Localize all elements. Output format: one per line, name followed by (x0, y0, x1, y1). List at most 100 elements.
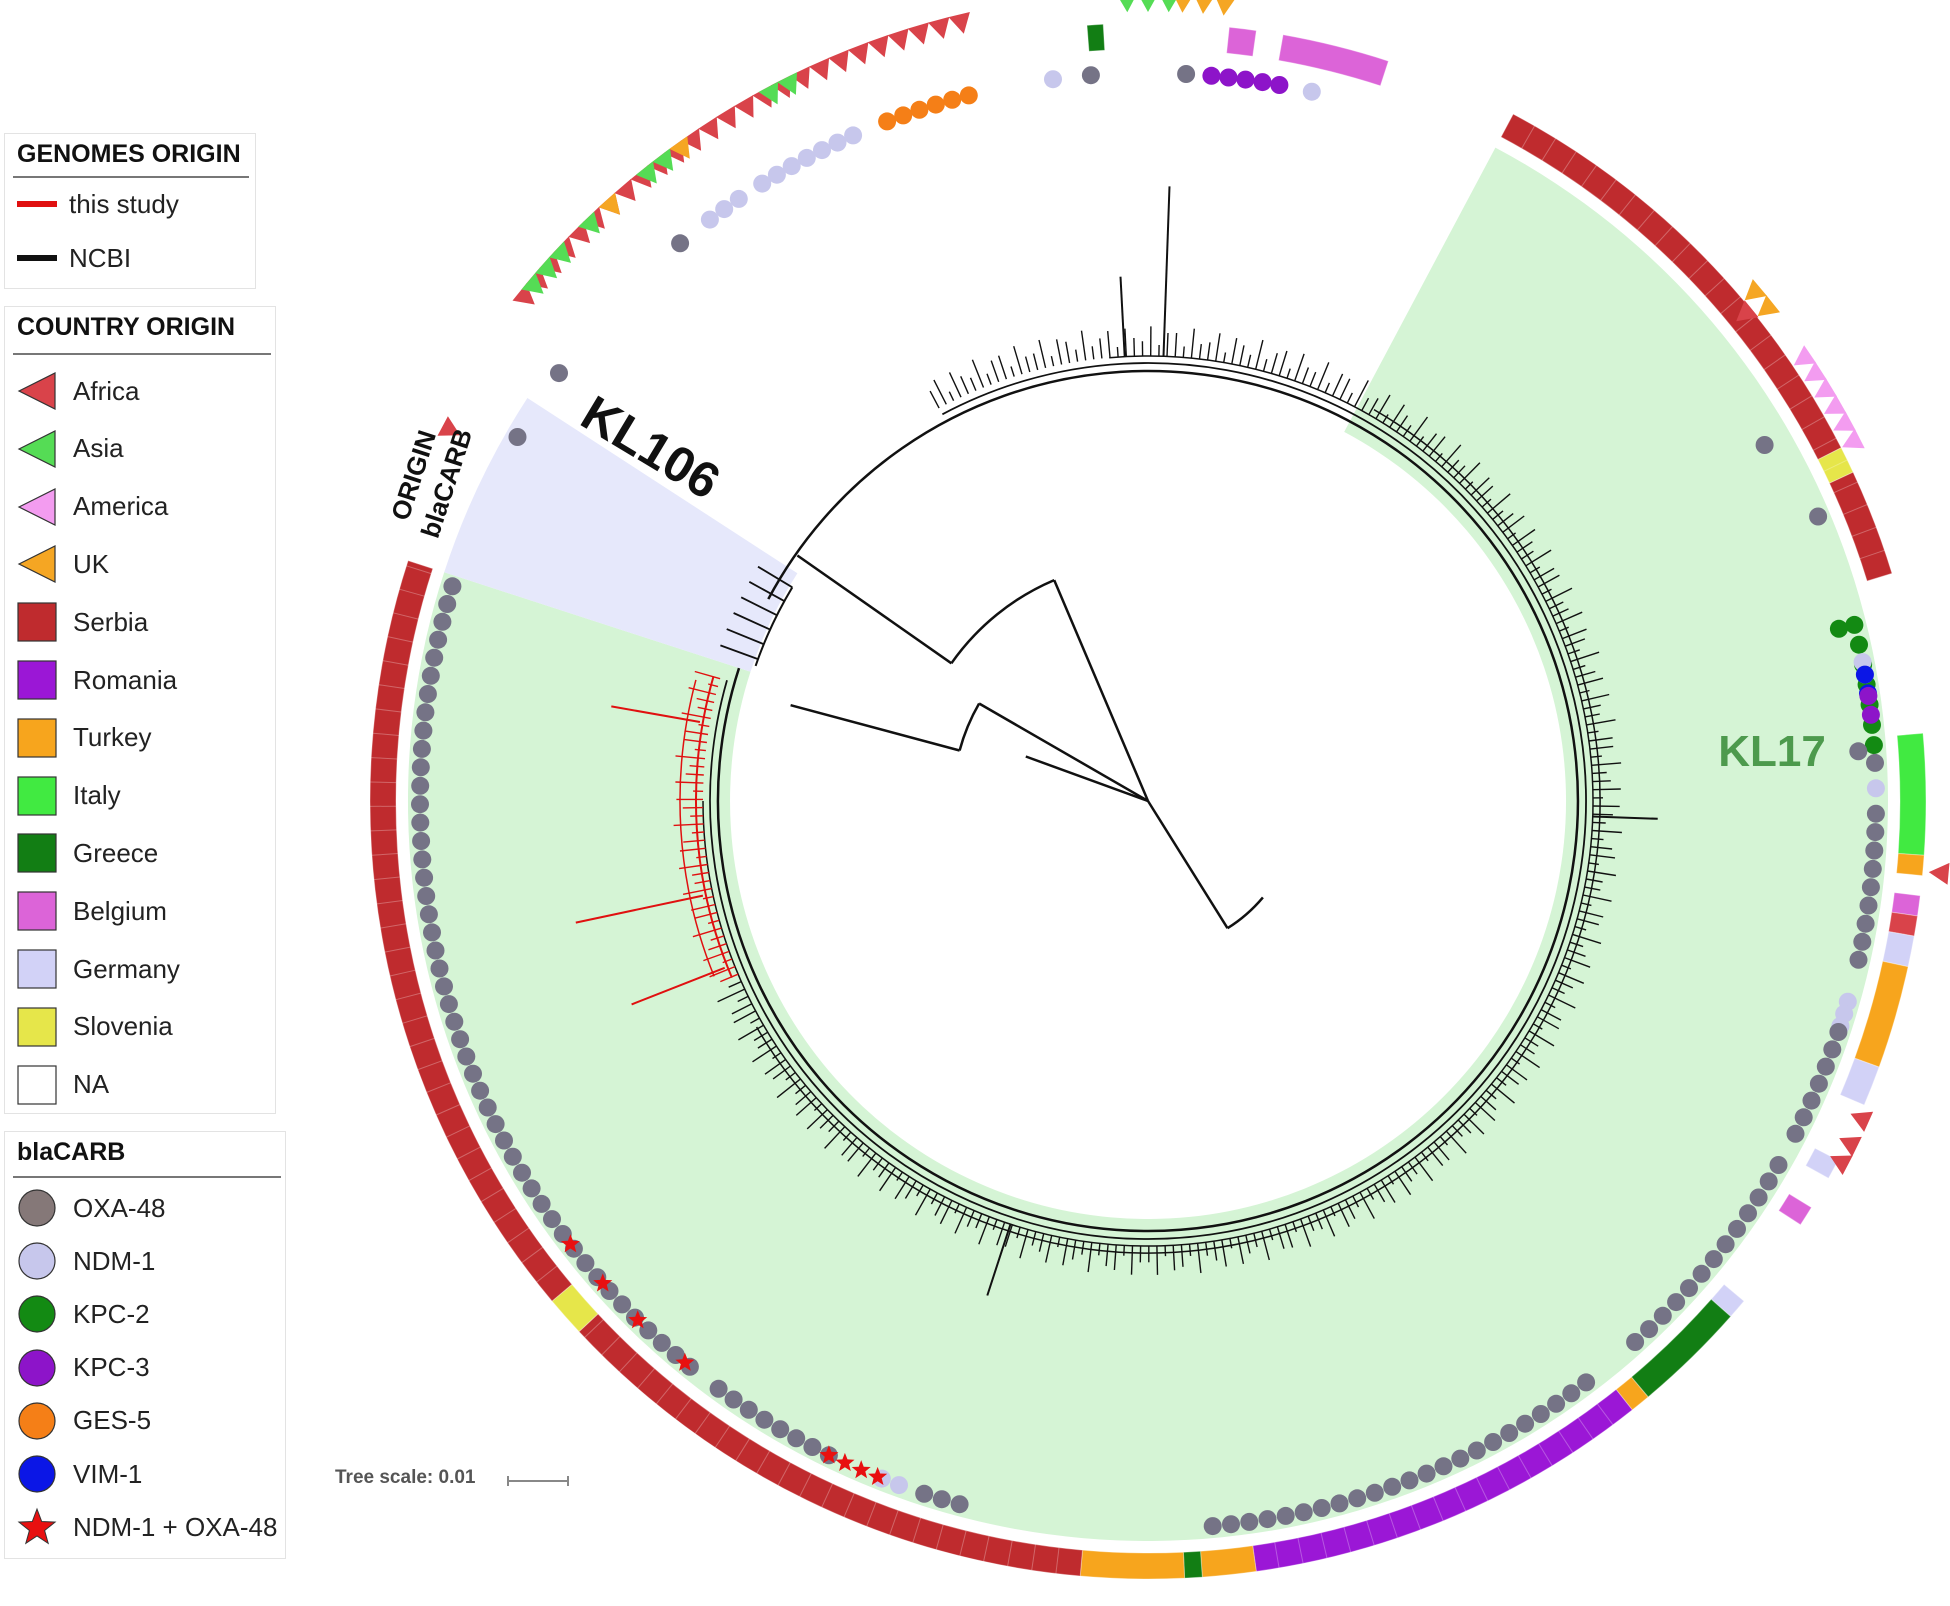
tree-branch (1188, 1244, 1192, 1256)
blacarb-dot (1312, 1499, 1331, 1517)
tree-branch (1031, 1231, 1037, 1246)
blacarb-dot (411, 776, 430, 795)
tree-branch (1533, 567, 1555, 581)
tree-branch (969, 377, 977, 391)
blacarb-dot (755, 1410, 774, 1429)
tree-branch (1507, 532, 1517, 540)
kl17-clade-label: KL17 (1718, 727, 1826, 776)
star-swatch-icon (15, 1505, 59, 1549)
legend-label: this study (69, 188, 179, 219)
tree-branch (753, 1031, 769, 1042)
tree-branch (740, 596, 778, 617)
blacarb-dot (1177, 65, 1196, 83)
blacarb-dot (1276, 1506, 1295, 1525)
legend-item-vim-1: VIM-1 (15, 1452, 142, 1496)
blacarb-dot (1829, 619, 1848, 638)
tree-branch (1497, 513, 1514, 527)
tree-branch (978, 1216, 990, 1245)
tree-branch (1585, 878, 1603, 883)
origin-segment-divider (675, 1398, 692, 1420)
tree-branch (1361, 397, 1370, 412)
origin-segment (369, 559, 573, 1302)
origin-segment-divider (480, 1187, 504, 1203)
tree-branch (1476, 485, 1494, 502)
origin-segment-divider (446, 1125, 471, 1138)
tree-branch (1445, 1130, 1467, 1154)
country-triangle-marker (777, 72, 797, 95)
legend-item-ndm-1-oxa-48: NDM-1 + OXA-48 (15, 1505, 277, 1549)
legend-item-turkey: Turkey (15, 716, 152, 760)
blacarb-dot (1769, 1156, 1788, 1174)
legend-item-kpc-3: KPC-3 (15, 1346, 150, 1390)
legend-label: Serbia (73, 606, 149, 637)
origin-segment (1278, 34, 1390, 87)
circle-swatch-icon (15, 1452, 59, 1496)
triangle-swatch-icon (15, 542, 59, 586)
blacarb-dot (1850, 635, 1868, 654)
tree-branch (1116, 346, 1119, 358)
tree-branch (1050, 355, 1055, 367)
blacarb-dot (1864, 736, 1883, 755)
origin-segment-divider (417, 1060, 443, 1071)
tree-branch (1223, 352, 1227, 363)
tree-branch (1447, 459, 1460, 473)
ndm1-oxa48-star-icon (851, 1460, 871, 1479)
tree-branch (1196, 1243, 1202, 1274)
origin-segment-divider (375, 708, 402, 713)
legend-label: Greece (73, 837, 159, 868)
origin-segment-divider (1851, 526, 1877, 537)
tree-branch (708, 943, 727, 951)
origin-segment-divider (1320, 1532, 1328, 1559)
legend-label: NDM-1 (73, 1245, 156, 1276)
tree-branch (992, 1219, 998, 1230)
blacarb-dot (724, 1390, 743, 1409)
origin-segment-divider (1497, 1466, 1511, 1491)
blacarb-dot (421, 666, 440, 685)
blacarb-dot (1749, 1188, 1768, 1207)
tree-branch (1292, 1221, 1298, 1233)
tree-branch (709, 362, 1587, 1240)
tree-branch (1261, 1231, 1270, 1261)
blacarb-dot (430, 959, 449, 978)
tree-branch (1576, 918, 1599, 926)
tree-branch (1567, 949, 1586, 957)
tree-branch (1389, 404, 1405, 428)
blacarb-dot (828, 133, 847, 152)
origin-segment-divider (378, 684, 405, 689)
tree-branch (1198, 344, 1202, 360)
tree-branch (1253, 1233, 1258, 1248)
tree-branch (796, 554, 953, 665)
tree-branch (954, 1207, 968, 1234)
tree-branch (1520, 1044, 1535, 1055)
tree-branch (695, 676, 733, 978)
tree-branch (1162, 186, 1171, 357)
kl106-clade-region (444, 398, 798, 672)
tree-branch (1080, 330, 1087, 361)
tree-branch (682, 887, 712, 895)
tree-branch (776, 1078, 801, 1099)
blacarb-dot (1203, 1517, 1222, 1536)
legend-item-germany: Germany (15, 947, 180, 991)
blacarb-dot (553, 1225, 572, 1243)
origin-segment-divider (1432, 1496, 1444, 1521)
legend-item-kpc-2: KPC-2 (15, 1292, 150, 1336)
tree-branch (757, 565, 793, 589)
tree-branch (575, 894, 704, 924)
country-triangle-marker (809, 57, 830, 81)
origin-segment-divider (1866, 573, 1893, 582)
origin-segment-divider (821, 1483, 834, 1508)
tree-branch (1582, 894, 1612, 902)
legend-label: Turkey (73, 722, 152, 753)
tree-branch (1229, 1238, 1233, 1249)
triangle-swatch-icon (15, 485, 59, 529)
blacarb-dot (435, 977, 453, 996)
tree-branch (948, 372, 962, 398)
origin-segment-divider (373, 876, 400, 881)
tree-branch (698, 723, 710, 728)
blacarb-dot (426, 941, 445, 960)
tree-branch (1572, 933, 1602, 945)
blacarb-dot (1653, 1306, 1672, 1325)
legend-item-italy: Italy (15, 774, 121, 818)
tree-branch (1579, 910, 1604, 918)
tree-branch (691, 871, 709, 876)
